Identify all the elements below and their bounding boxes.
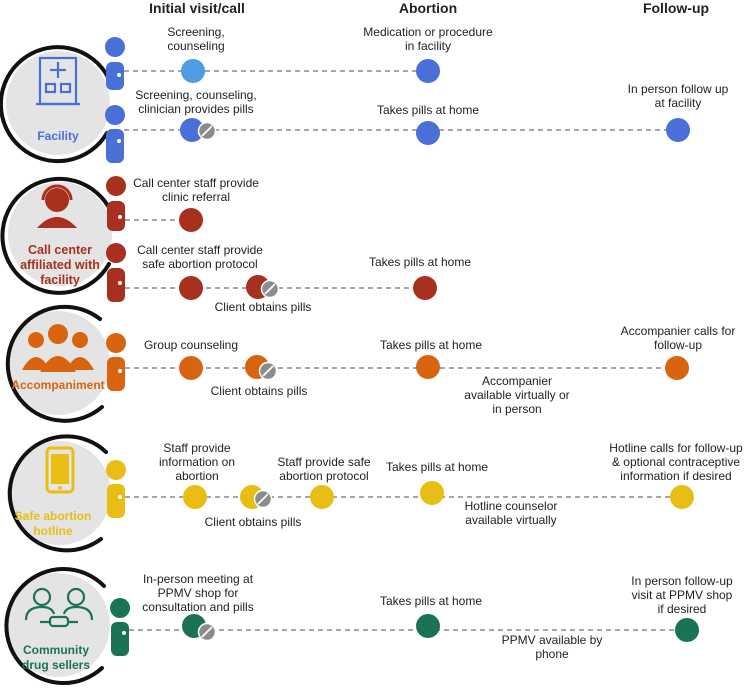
label-safe-abortion-protocol: Call center staff provide safe abortion … (137, 243, 263, 271)
node-takes-pills-home (416, 121, 440, 145)
label-takes-pills-home: Takes pills at home (385, 460, 489, 474)
node-follow-up-facility (666, 118, 690, 142)
group-people-icon (22, 324, 94, 372)
label-ppmv-available: PPMV available by phone (501, 633, 603, 661)
node-staff-safe-protocol (310, 485, 334, 509)
person-icon (105, 37, 125, 163)
hospital-building-icon (36, 56, 80, 106)
header-abortion: Abortion (398, 0, 458, 16)
node-clinic-referral (179, 208, 203, 232)
label-hotline-counselor: Hotline counselor available virtually (464, 499, 558, 527)
pill-icon (253, 489, 273, 509)
label-staff-information: Staff provide information on abortion (158, 441, 236, 483)
node-group-counseling (179, 356, 203, 380)
node-safe-abortion-protocol (179, 276, 203, 300)
node-hotline-follow-up (670, 485, 694, 509)
node-takes-pills-home (416, 355, 440, 379)
category-label-call-center: Call center affiliated with facility (20, 243, 100, 287)
node-clinician-provides-pills (180, 118, 204, 142)
label-client-obtains-pills: Client obtains pills (204, 515, 302, 529)
category-facility (0, 37, 690, 164)
node-medication-procedure (416, 59, 440, 83)
node-staff-information (183, 485, 207, 509)
label-ppmv-meeting: In-person meeting at PPMV shop for consu… (142, 572, 254, 614)
node-accompanier-follow-up (665, 356, 689, 380)
label-medication-procedure: Medication or procedure in facility (363, 25, 493, 53)
person-icon (106, 176, 126, 302)
node-takes-pills-home (413, 276, 437, 300)
label-clinician-provides-pills: Screening, counseling, clinician provide… (135, 88, 257, 116)
label-screening-counseling: Screening, counseling (167, 25, 225, 53)
pill-icon (197, 121, 217, 141)
label-takes-pills-home: Takes pills at home (379, 338, 483, 352)
label-ppmv-follow-up: In person follow-up visit at PPMV shop i… (631, 574, 733, 616)
label-client-obtains-pills: Client obtains pills (210, 384, 308, 398)
mobile-phone-icon (45, 446, 75, 494)
label-takes-pills-home: Takes pills at home (376, 103, 480, 117)
node-takes-pills-home (420, 481, 444, 505)
label-group-counseling: Group counseling (143, 338, 239, 352)
person-icon (106, 460, 126, 518)
label-accompanier-available: Accompanier available virtually or in pe… (464, 374, 570, 416)
label-takes-pills-home: Takes pills at home (379, 594, 483, 608)
category-label-hotline: Safe abortion hotline (14, 509, 92, 538)
label-follow-up-facility: In person follow up at facility (627, 82, 729, 110)
category-call-center (0, 176, 437, 302)
header-initial-visit: Initial visit/call (149, 0, 245, 16)
label-clinic-referral: Call center staff provide clinic referra… (133, 176, 259, 204)
label-takes-pills-home: Takes pills at home (368, 255, 472, 269)
header-follow-up: Follow-up (642, 0, 710, 16)
pill-icon (197, 622, 217, 642)
label-staff-safe-protocol: Staff provide safe abortion protocol (277, 455, 371, 483)
headset-person-icon (37, 184, 77, 228)
two-people-exchange-icon (24, 587, 94, 628)
node-ppmv-follow-up (675, 618, 699, 642)
category-label-facility: Facility (37, 129, 79, 143)
category-hotline (7, 434, 694, 553)
label-accompanier-follow-up: Accompanier calls for follow-up (620, 324, 736, 352)
node-screening-counseling (181, 59, 205, 83)
label-client-obtains-pills: Client obtains pills (214, 300, 312, 314)
category-label-accompaniment: Accompaniment (11, 378, 105, 392)
person-icon (106, 333, 126, 391)
label-hotline-follow-up: Hotline calls for follow-up & optional c… (609, 441, 743, 483)
category-label-community-drug-sellers: Community drug sellers (21, 643, 91, 672)
pill-icon (260, 279, 280, 299)
person-icon (110, 598, 130, 656)
category-accompaniment (5, 304, 689, 423)
category-community-drug-sellers (4, 567, 699, 686)
pill-icon (258, 361, 278, 381)
node-takes-pills-home (416, 614, 440, 638)
